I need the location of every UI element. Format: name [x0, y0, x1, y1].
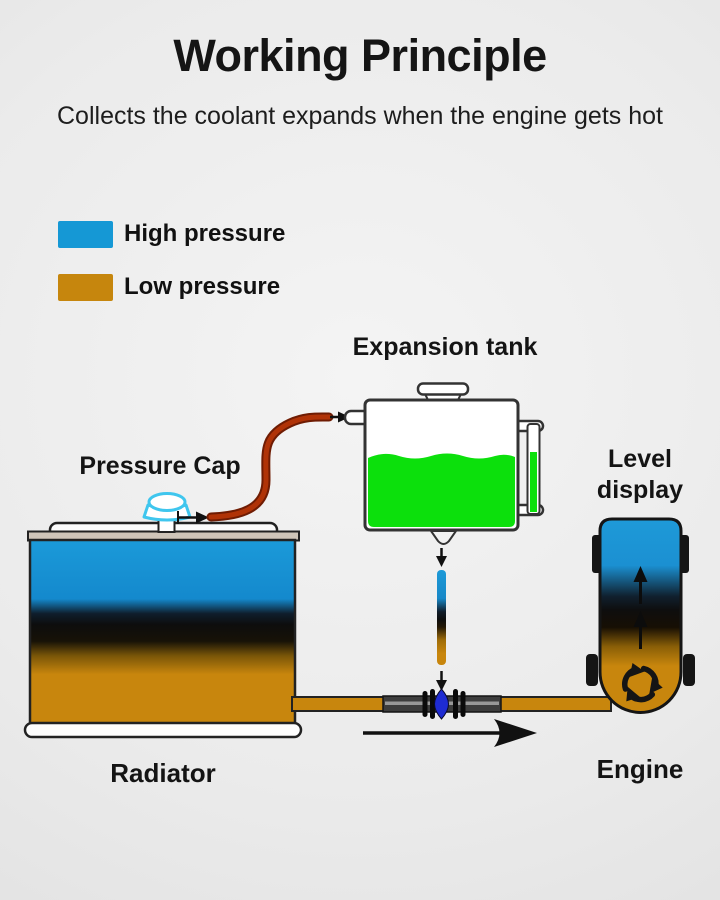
- page-subtitle: Collects the coolant expands when the en…: [57, 102, 663, 130]
- tank-cap: [416, 382, 470, 396]
- tank-coolant: [368, 453, 515, 527]
- legend-label: Low pressure: [124, 273, 281, 300]
- pipe-orange-right: [498, 696, 612, 712]
- legend-item-high-pressure: High pressure: [58, 220, 285, 248]
- radiator-bottom-rim: [23, 721, 303, 739]
- radiator: [23, 492, 303, 739]
- pipe-orange-left: [291, 696, 387, 712]
- radiator-body: [28, 538, 297, 726]
- engine-tab: [683, 654, 695, 686]
- expansion-tank-label: Expansion tank: [352, 333, 538, 361]
- engine: [586, 517, 695, 714]
- tank-outlet-spout: [429, 530, 458, 545]
- level-display-label: Level display: [565, 444, 715, 506]
- tank-drain-tube: [437, 570, 446, 665]
- arrow-up-icon: [633, 611, 648, 649]
- legend-label: High pressure: [124, 220, 286, 247]
- arrow-down-icon: [436, 548, 447, 567]
- overflow-hose: [206, 412, 334, 522]
- level-display-line1: Level: [608, 445, 672, 473]
- arrow-right-icon: [177, 511, 209, 524]
- engine-tab: [586, 654, 598, 686]
- flow-arrow-icon: [363, 719, 537, 747]
- recycle-icon: [622, 663, 663, 703]
- pressure-cap-label: Pressure Cap: [79, 452, 241, 480]
- engine-label: Engine: [596, 754, 684, 784]
- low-pressure-swatch: [58, 273, 113, 301]
- radiator-label: Radiator: [110, 758, 216, 788]
- legend-item-low-pressure: Low pressure: [58, 273, 280, 301]
- arrow-down-icon: [436, 671, 447, 691]
- level-display-line2: display: [596, 476, 684, 504]
- page-title: Working Principle: [173, 30, 547, 81]
- expansion-tank: [343, 382, 545, 545]
- sight-tube-coolant: [530, 452, 537, 512]
- coolant-pipe: [291, 688, 612, 720]
- arrow-up-icon: [633, 566, 648, 604]
- valve-icon: [422, 688, 466, 720]
- high-pressure-swatch: [58, 220, 113, 248]
